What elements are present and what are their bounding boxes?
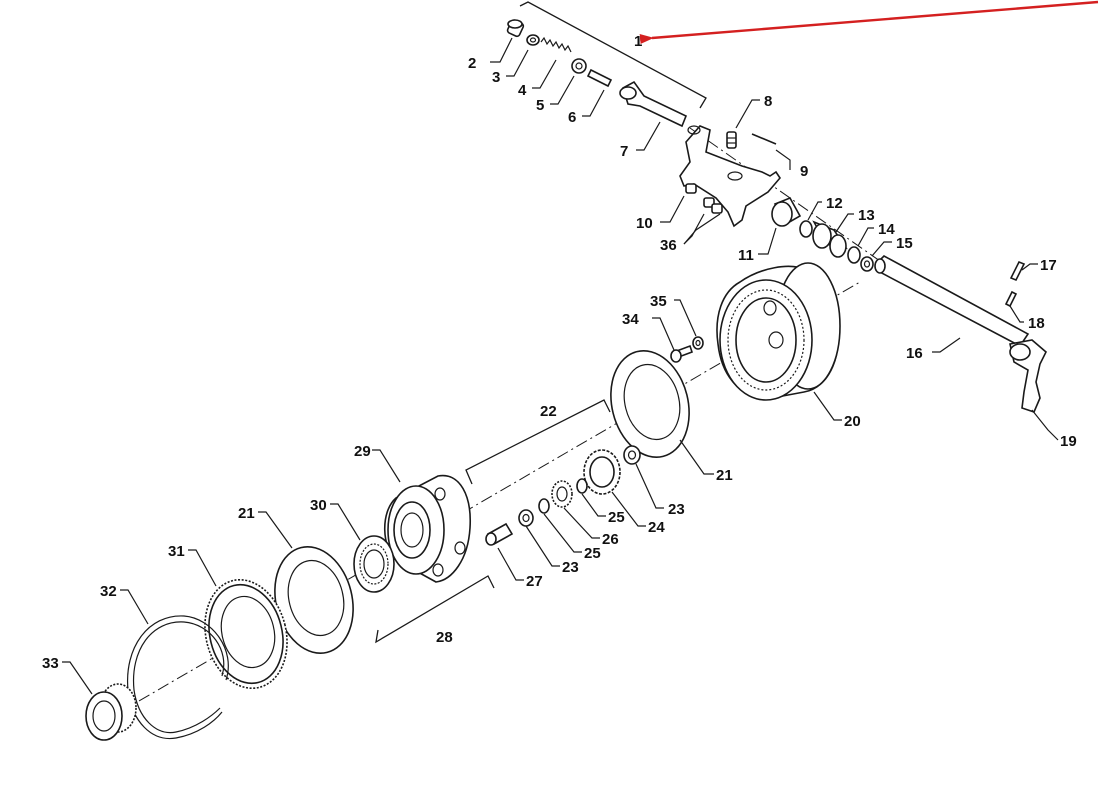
- part-33-gear-hub: [85, 683, 137, 741]
- callout-19: 19: [1060, 433, 1077, 450]
- callout-1: 1: [634, 33, 642, 50]
- callout-26: 26: [602, 531, 619, 548]
- callout-31: 31: [168, 543, 185, 560]
- part-23-washer-right: [623, 445, 641, 465]
- callout-13: 13: [858, 207, 875, 224]
- callout-18: 18: [1028, 315, 1045, 332]
- callout-17: 17: [1040, 257, 1057, 274]
- part-5-washer: [571, 58, 587, 74]
- part-15-ring: [860, 256, 874, 272]
- bracket-28: [375, 575, 495, 644]
- callout-2: 2: [468, 55, 476, 72]
- part-35-washer: [692, 336, 704, 350]
- callout-24: 24: [648, 519, 665, 536]
- part-34-bolt: [670, 344, 694, 363]
- callout-29: 29: [354, 443, 371, 460]
- leader-lines: [62, 37, 1059, 695]
- callout-34: 34: [622, 311, 639, 328]
- part-12-seal: [799, 220, 813, 238]
- callout-7: 7: [620, 143, 628, 160]
- callout-35: 35: [650, 293, 667, 310]
- callout-25-lower: 25: [584, 545, 601, 562]
- part-11-bushing: [771, 196, 802, 227]
- callout-5: 5: [536, 97, 544, 114]
- part-27-pin: [485, 522, 514, 546]
- callout-28: 28: [436, 629, 453, 646]
- callout-12: 12: [826, 195, 843, 212]
- part-19-lever: [1009, 339, 1047, 413]
- part-4-spring: [540, 36, 572, 53]
- callout-labels: 1 2 3 4 5 6 7 8 9 10 11 12 13 14 15 16 1…: [42, 33, 1077, 672]
- callout-30: 30: [310, 497, 327, 514]
- part-2-plug: [506, 19, 525, 38]
- bracket-22: [465, 399, 611, 485]
- callout-27: 27: [526, 573, 543, 590]
- part-14-ring: [847, 246, 861, 264]
- part-25-ring-2: [538, 498, 550, 514]
- callout-23-right: 23: [668, 501, 685, 518]
- callout-22: 22: [540, 403, 557, 420]
- callout-8: 8: [764, 93, 772, 110]
- bracket-1: [519, 1, 707, 109]
- callout-33: 33: [42, 655, 59, 672]
- part-13-sleeve: [812, 220, 848, 258]
- callout-32: 32: [100, 583, 117, 600]
- part-20-ring-gear-housing: [716, 262, 841, 401]
- callout-14: 14: [878, 221, 895, 238]
- part-24-planet-gear: [583, 449, 621, 495]
- part-6-pin: [586, 68, 613, 88]
- part-17-pin: [1009, 260, 1026, 282]
- part-21-disc-right: [610, 350, 690, 458]
- part-23-washer-left: [518, 509, 534, 527]
- callout-4: 4: [518, 82, 527, 99]
- callout-36: 36: [660, 237, 677, 254]
- callout-23-left: 23: [562, 559, 579, 576]
- callout-15: 15: [896, 235, 913, 252]
- assembly-brackets: [375, 1, 707, 644]
- part-7-shaft: [619, 80, 688, 128]
- part-3-ring: [526, 34, 540, 46]
- upper-axis: [689, 127, 891, 269]
- callout-3: 3: [492, 69, 500, 86]
- callout-16: 16: [906, 345, 923, 362]
- highlight-arrow: [639, 0, 1099, 44]
- part-36-pads: [685, 183, 723, 214]
- part-8-screw: [726, 131, 737, 149]
- callout-10: 10: [636, 215, 653, 232]
- part-29-planet-carrier: [384, 474, 471, 583]
- part-30-bearing: [353, 535, 395, 593]
- part-26-needle-bearing: [551, 480, 573, 508]
- callout-20: 20: [844, 413, 861, 430]
- callout-25-upper: 25: [608, 509, 625, 526]
- callout-9: 9: [800, 163, 808, 180]
- part-31-toothed-disc: [204, 578, 288, 690]
- part-16-shaft: [874, 255, 1030, 348]
- part-32-snap-ring: [126, 615, 229, 740]
- part-25-ring: [576, 478, 588, 494]
- callout-21-left: 21: [238, 505, 255, 522]
- callout-11: 11: [738, 247, 754, 264]
- part-9-pin: [751, 133, 777, 145]
- callout-6: 6: [568, 109, 576, 126]
- part-18-pin: [1004, 290, 1018, 308]
- callout-21-right: 21: [716, 467, 733, 484]
